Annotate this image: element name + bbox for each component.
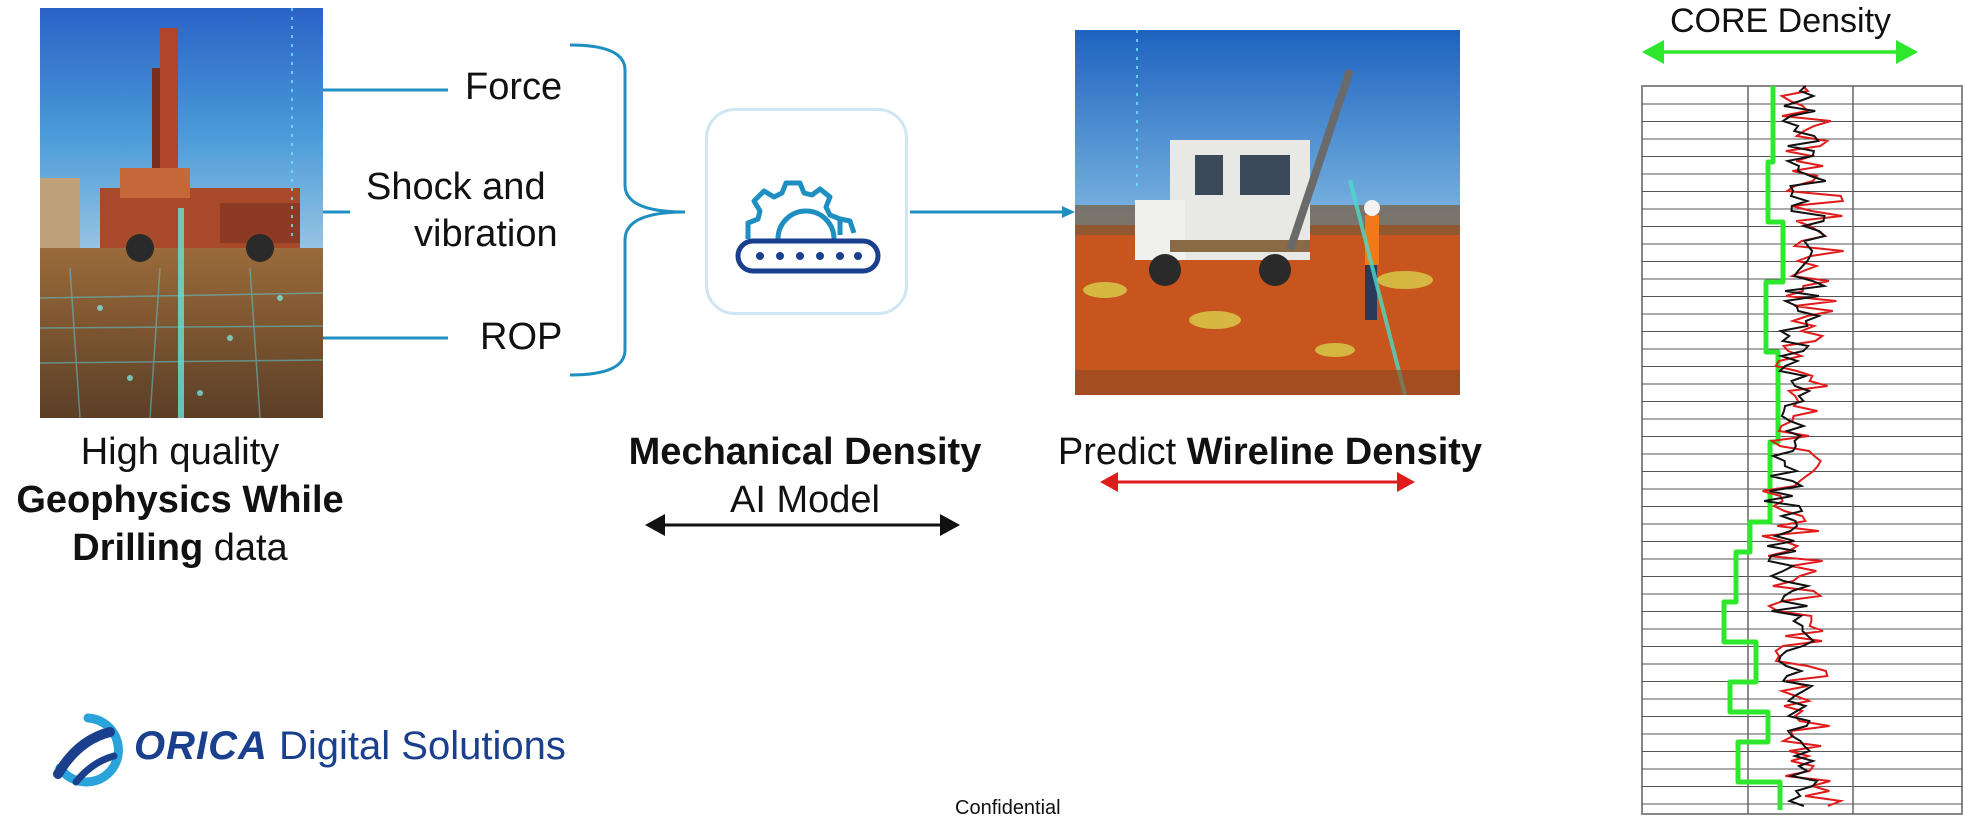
orica-brand: ORICA — [134, 724, 268, 768]
model-caption-title: Mechanical Density — [628, 431, 982, 473]
input-brace — [569, 43, 686, 377]
mechanical-density-trace — [1764, 85, 1828, 807]
predict-caption-bold: Wireline Density — [1186, 431, 1483, 473]
force-label: Force — [465, 66, 563, 108]
rop-label: ROP — [480, 316, 563, 358]
core-density-trace — [1721, 86, 1786, 810]
left-caption-line3: Drilling data — [0, 524, 360, 572]
orica-tagline: Digital Solutions — [267, 724, 566, 768]
left-caption: High quality Geophysics While Drilling d… — [0, 428, 360, 572]
model-caption-subtitle: AI Model — [730, 479, 880, 521]
model-caption: Mechanical Density AI Model — [605, 428, 1005, 524]
left-caption-line2: Geophysics While — [16, 479, 344, 521]
drill-rig-photo — [40, 8, 323, 418]
left-caption-line3-rest: data — [203, 527, 288, 569]
shock-label-line1: Shock and — [366, 166, 546, 208]
wireline-range-arrow — [1100, 472, 1415, 492]
wireline-truck-photo — [1075, 30, 1460, 395]
predict-caption-prefix: Predict — [1057, 431, 1187, 473]
left-caption-line3-bold: Drilling — [72, 527, 204, 569]
gear-conveyor-icon — [735, 180, 881, 274]
orica-logo: ORICA Digital Solutions — [48, 712, 568, 792]
core-range-arrow — [1642, 40, 1918, 64]
left-caption-line1: High quality — [80, 431, 280, 473]
core-density-log — [1641, 85, 1963, 815]
confidential-footer: Confidential — [955, 797, 1061, 819]
ai-model-card — [705, 108, 908, 315]
orica-swirl-icon — [53, 713, 123, 787]
model-range-arrow — [645, 514, 960, 536]
model-output-arrowhead — [1062, 206, 1075, 218]
shock-label-line2: vibration — [414, 213, 558, 255]
core-density-label: CORE Density — [1670, 2, 1892, 40]
predict-caption: Predict Wireline Density — [1040, 428, 1500, 476]
